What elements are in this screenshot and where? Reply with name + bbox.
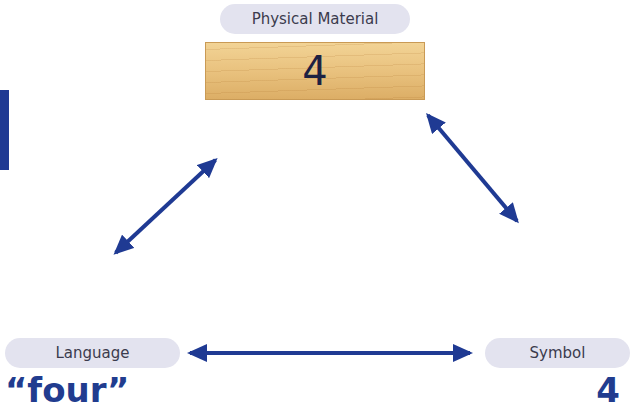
symbol-node: Symbol 4	[485, 338, 630, 408]
wood-block: 4	[205, 42, 425, 100]
double-arrow	[428, 115, 517, 221]
language-label: Language	[5, 338, 180, 368]
language-node: Language “four”	[5, 338, 180, 408]
material-node: Physical Material 4	[205, 4, 425, 100]
symbol-label: Symbol	[485, 338, 630, 368]
accent-bar	[0, 90, 9, 170]
material-label: Physical Material	[220, 4, 410, 34]
double-arrow	[190, 351, 470, 355]
numeral-symbol: 4	[485, 372, 630, 408]
number-word: “four”	[5, 372, 180, 408]
double-arrow	[116, 160, 216, 253]
